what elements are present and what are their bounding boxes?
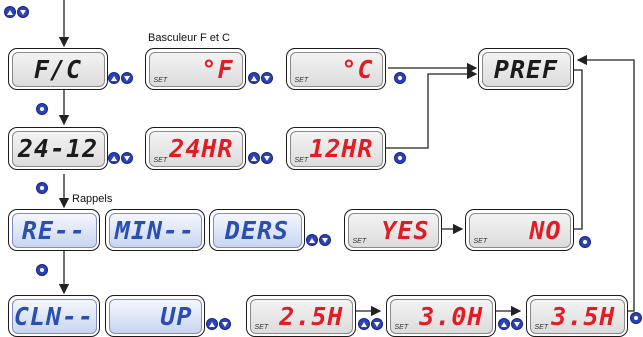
display-fc: F/C [8,48,108,90]
down-arrow-icon [322,237,328,243]
display-text: 3.5H [551,301,616,331]
down-arrow-icon [20,9,26,15]
display-2412: 24-12 [8,127,108,170]
display-text: 3.0H [419,301,484,331]
set-indicator: SET [153,76,168,84]
down-arrow-icon [264,155,270,161]
light-bulb-icon[interactable] [36,103,48,115]
up-arrow-icon [111,155,117,161]
set-indicator: SET [294,156,309,164]
arrow-no-to-pref [574,69,583,230]
updown-buttons[interactable] [4,6,29,18]
display-text: NO [529,215,562,245]
display-pref: PREF [478,48,574,90]
updown-buttons[interactable] [358,318,383,330]
down-arrow-icon [514,321,520,327]
down-arrow-icon [264,75,270,81]
display-text: 12HR [309,134,374,163]
up-arrow-icon [7,9,13,15]
display-12hr: 12HR SET [286,127,386,170]
light-bulb-icon[interactable] [579,236,591,248]
toggle-label: Basculeur F et C [148,32,230,44]
display-c: °C SET [286,48,386,90]
display-yes: YES SET [344,209,442,251]
display-text: °F [201,54,234,84]
display-24hr: 24HR SET [145,127,246,170]
updown-buttons[interactable] [206,318,231,330]
down-arrow-icon [222,321,228,327]
light-bulb-icon[interactable] [394,152,406,164]
up-arrow-icon [251,75,257,81]
updown-buttons[interactable] [306,234,331,246]
display-re: RE-- [8,209,100,251]
display-f: °F SET [145,48,246,90]
display-up: UP [105,295,205,337]
display-text: 24-12 [17,134,99,163]
display-text: YES [381,215,430,245]
recalls-label: Rappels [72,193,113,205]
light-bulb-icon[interactable] [394,72,406,84]
up-arrow-icon [111,75,117,81]
display-30h: 3.0H SET [386,295,496,337]
updown-buttons[interactable] [248,152,273,164]
display-text: UP [160,301,193,331]
set-indicator: SET [254,323,269,331]
display-no: NO SET [465,209,574,251]
down-arrow-icon [124,75,130,81]
updown-buttons[interactable] [248,72,273,84]
display-text: MIN-- [114,215,196,245]
display-ders: DERS [209,209,305,251]
up-arrow-icon [501,321,507,327]
display-min: MIN-- [105,209,205,251]
set-indicator: SET [153,156,168,164]
light-bulb-icon[interactable] [36,264,48,276]
display-text: RE-- [21,215,87,245]
light-bulb-icon[interactable] [630,312,642,324]
up-arrow-icon [209,321,215,327]
display-text: 24HR [169,134,234,163]
up-arrow-icon [251,155,257,161]
display-text: PREF [493,54,559,84]
display-text: DERS [224,215,290,245]
display-text: CLN-- [13,301,95,331]
arrow-12hr-to-pref [386,68,478,149]
arrow-35h-to-pref [576,54,635,312]
up-arrow-icon [361,321,367,327]
display-text: °C [341,54,374,84]
light-bulb-icon[interactable] [36,182,48,194]
down-arrow-icon [124,155,130,161]
updown-buttons[interactable] [498,318,523,330]
set-indicator: SET [294,76,309,84]
set-indicator: SET [352,237,367,245]
display-35h: 3.5H SET [526,295,628,337]
up-arrow-icon [309,237,315,243]
display-cln: CLN-- [8,295,100,337]
set-indicator: SET [473,237,488,245]
down-arrow-icon [374,321,380,327]
set-indicator: SET [534,323,549,331]
updown-buttons[interactable] [108,152,133,164]
display-25h: 2.5H SET [246,295,356,337]
display-text: F/C [33,54,83,84]
updown-buttons[interactable] [108,72,133,84]
set-indicator: SET [394,323,409,331]
display-text: 2.5H [279,301,344,331]
